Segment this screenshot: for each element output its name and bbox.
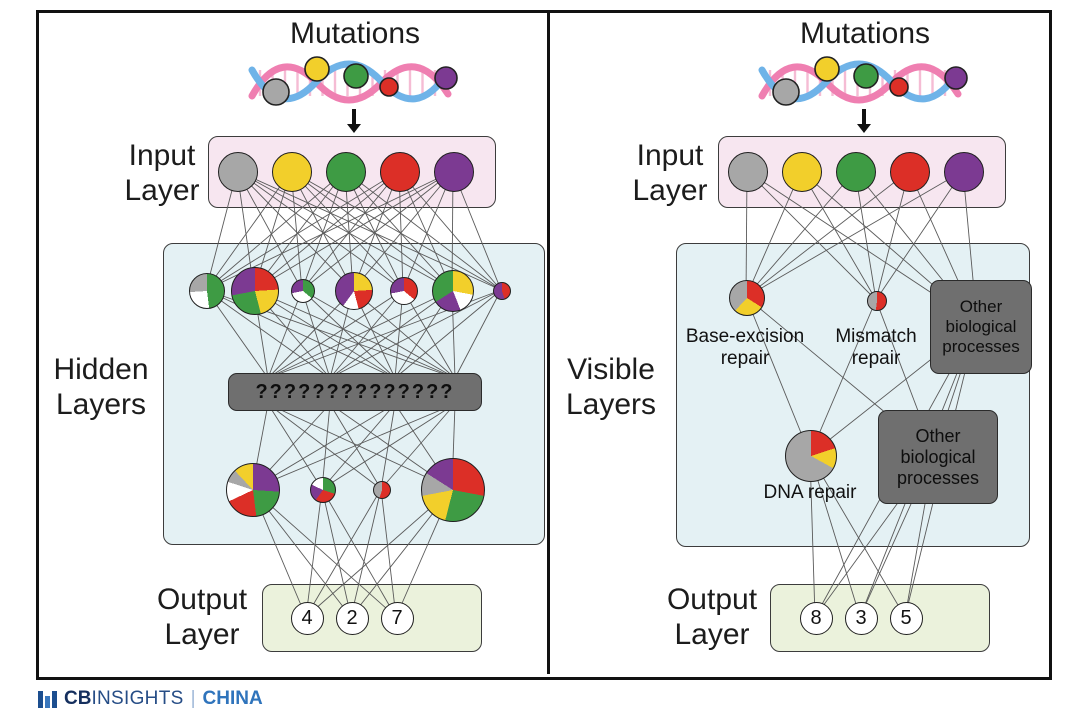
hidden-layers-label-line2: Layers (55, 388, 147, 421)
down-arrow-icon-left (347, 109, 361, 133)
dna-helix-icon-right (758, 56, 968, 110)
mismatch-repair-label: Mismatch repair (822, 326, 930, 370)
mismatch-repair-label-line1: Mismatch (835, 326, 917, 347)
output-layer-label-left: Output Layer (144, 582, 260, 652)
footer-brand: CBINSIGHTS | CHINA (38, 688, 263, 710)
input-layer-label-left: Input Layer (116, 138, 208, 208)
brand-name-rest: INSIGHTS (91, 688, 184, 709)
dna-helix-icon-left (248, 56, 458, 110)
output-layer-label-right: Output Layer (654, 582, 770, 652)
visible-layers-label: Visible Layers (550, 352, 672, 422)
input-layer-label-line1: Input (128, 139, 196, 172)
input-layer-label-right: Input Layer (624, 138, 716, 208)
visible-layers-label-line2: Layers (565, 388, 657, 421)
output-layer-box-left (262, 584, 482, 652)
output-layer-label-line2: Layer (674, 618, 750, 651)
dna-repair-label: DNA repair (763, 482, 857, 503)
input-layer-label-line2: Layer (124, 174, 200, 207)
hidden-layers-label-line1: Hidden (53, 353, 149, 386)
down-arrow-icon-right (857, 109, 871, 133)
other-biological-processes-box-bottom: Other biological processes (878, 410, 998, 504)
mismatch-repair-label-line2: repair (851, 348, 901, 369)
unknown-hidden-layer-box: ?????????????? (228, 373, 482, 411)
other-biological-processes-box-top: Other biological processes (930, 280, 1032, 374)
output-layer-label-line2: Layer (164, 618, 240, 651)
input-layer-label-line1: Input (636, 139, 704, 172)
mutations-title-right: Mutations (799, 17, 931, 50)
base-excision-repair-label: Base-excision repair (678, 326, 812, 370)
input-layer-box-right (718, 136, 1006, 208)
output-layer-label-line1: Output (156, 583, 248, 616)
panel-divider (547, 10, 550, 674)
base-excision-repair-label-line1: Base-excision (685, 326, 805, 347)
brand-name: CBINSIGHTS (64, 688, 184, 710)
mutations-title-left: Mutations (289, 17, 421, 50)
brand-region: CHINA (202, 688, 263, 709)
output-layer-box-right (770, 584, 990, 652)
brand-divider: | (190, 688, 196, 709)
base-excision-repair-label-line2: repair (720, 348, 770, 369)
input-layer-label-line2: Layer (632, 174, 708, 207)
visible-layers-label-line1: Visible (567, 353, 655, 386)
hidden-layers-label: Hidden Layers (40, 352, 162, 422)
input-layer-box-left (208, 136, 496, 208)
brand-name-bold: CB (64, 688, 92, 709)
output-layer-label-line1: Output (666, 583, 758, 616)
cbinsights-logo-icon (38, 690, 57, 708)
